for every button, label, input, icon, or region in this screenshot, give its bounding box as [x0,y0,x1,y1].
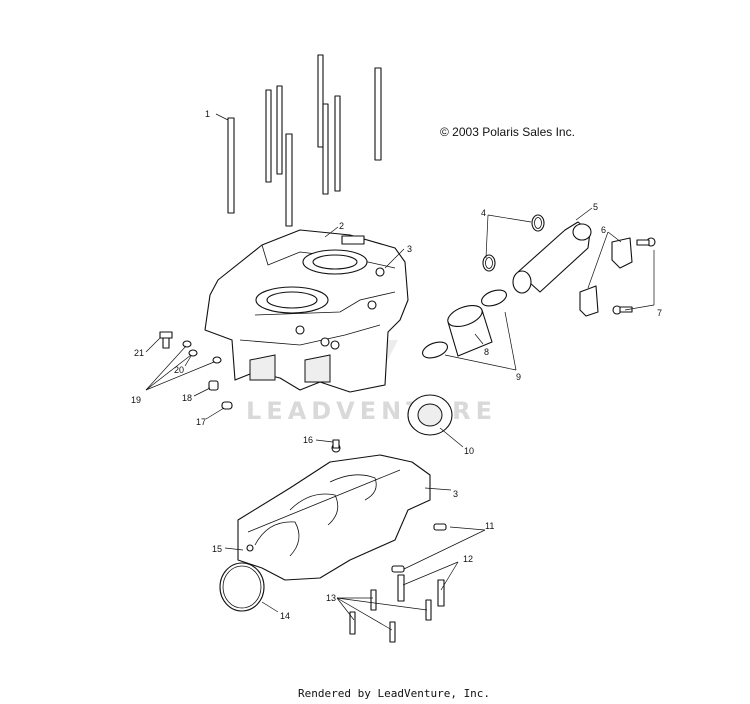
footer-text: Rendered by LeadVenture, Inc. [298,687,490,700]
watermark-text: LEADVENTURE [246,397,497,425]
callout-6: 6 [601,225,606,235]
copyright-text: © 2003 Polaris Sales Inc. [440,125,575,139]
coupler-hose [422,289,507,359]
callout-20: 20 [174,365,184,375]
callout-8: 8 [484,347,489,357]
callout-12: 12 [463,554,473,564]
stud [374,67,382,161]
callout-16: 16 [303,435,313,445]
stud-group [227,54,382,227]
callout-17: 17 [196,417,206,427]
leader-lines [145,113,655,631]
callout-11: 11 [485,521,494,531]
callout-numbers: 1 2 3 4 5 6 7 8 9 10 11 12 13 14 15 16 1… [131,109,662,621]
intake-tube [512,221,592,294]
callout-21: 21 [134,348,144,358]
upper-crankcase [204,229,409,393]
callout-13: 13 [326,593,336,603]
lower-crankcase [237,439,431,581]
callout-3-lower: 3 [453,489,458,499]
large-o-ring [219,562,265,612]
brackets [579,237,656,317]
callout-3: 3 [407,244,412,254]
callout-5: 5 [593,202,598,212]
callout-18: 18 [182,393,192,403]
callout-10: 10 [464,446,474,456]
callout-1: 1 [205,109,210,119]
callout-9: 9 [516,372,521,382]
stud [227,117,235,214]
crankcase-bolts [349,523,447,643]
callout-4: 4 [481,208,486,218]
callout-14: 14 [280,611,290,621]
crank-seal [407,394,453,436]
stud [285,133,293,227]
stud [265,89,272,183]
stud [322,103,329,195]
callout-7: 7 [657,308,662,318]
small-hardware-left [159,331,233,410]
stud [276,85,283,175]
stud [317,54,324,148]
callout-15: 15 [212,544,222,554]
stud [334,95,341,192]
o-rings [482,214,545,272]
callout-19: 19 [131,395,141,405]
callout-2: 2 [339,221,344,231]
